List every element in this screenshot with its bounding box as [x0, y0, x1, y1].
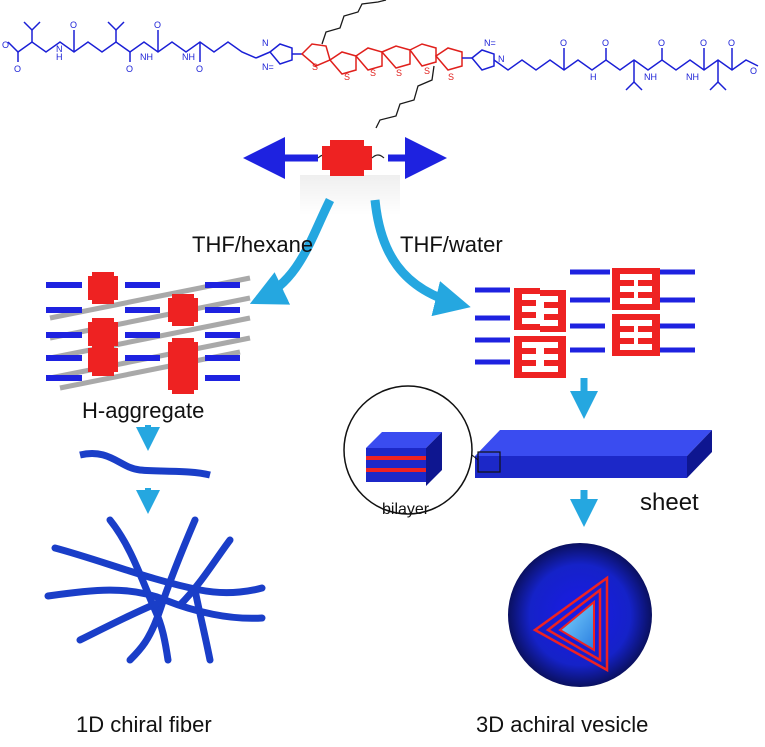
- sheet-block: [475, 430, 712, 478]
- atom-n: N: [498, 54, 505, 64]
- atom-nh: NH: [182, 52, 195, 62]
- vesicle: [508, 543, 652, 687]
- fiber-label: 1D chiral fiber: [76, 712, 212, 737]
- atom-h: H: [56, 52, 63, 62]
- h-aggregate-label: H-aggregate: [82, 398, 204, 423]
- atom-o: O: [750, 66, 757, 76]
- alkyl-chains: [321, 0, 435, 129]
- atom-s: S: [370, 68, 376, 78]
- vesicle-label: 3D achiral vesicle: [476, 712, 648, 737]
- atom-s: S: [396, 68, 402, 78]
- atom-n-eq: N=: [484, 38, 496, 48]
- atom-o: O: [658, 38, 665, 48]
- bilayer-inset: bilayer: [343, 385, 479, 518]
- atom-s: S: [312, 62, 318, 72]
- atom-o: O: [560, 38, 567, 48]
- right-triazole: [462, 49, 495, 71]
- atom-s: S: [424, 66, 430, 76]
- atom-o: O: [602, 38, 609, 48]
- atom-nh: NH: [644, 72, 657, 82]
- bilayer-assembly: [475, 268, 695, 378]
- atom-o: O: [14, 64, 21, 74]
- atom-o: O: [700, 38, 707, 48]
- bilayer-label: bilayer: [382, 501, 430, 518]
- atom-s: S: [448, 72, 454, 82]
- molecule-structure: O O H N O O NH O O NH N N= S S S S S S: [2, 0, 759, 129]
- fiber-network: [44, 516, 266, 664]
- branch-arrows: [249, 197, 471, 317]
- atom-o: O: [2, 40, 9, 50]
- left-triazole: [268, 43, 302, 65]
- left-peptide-chain: [7, 21, 271, 62]
- atom-o: O: [728, 38, 735, 48]
- solvent-label-left: THF/hexane: [192, 232, 313, 257]
- h-aggregate-stack: [46, 272, 251, 394]
- right-peptide-chain: [493, 48, 759, 91]
- atom-o: O: [196, 64, 203, 74]
- atom-h: H: [590, 72, 597, 82]
- atom-o: O: [154, 20, 161, 30]
- solvent-label-right: THF/water: [400, 232, 503, 257]
- atom-n: N: [56, 44, 63, 54]
- atom-n: N: [262, 38, 269, 48]
- atom-n-eq: N=: [262, 62, 274, 72]
- single-fiber: [79, 450, 211, 479]
- atom-o: O: [126, 64, 133, 74]
- atom-s: S: [344, 72, 350, 82]
- atom-o: O: [70, 20, 77, 30]
- sheet-label: sheet: [640, 489, 699, 516]
- atom-nh: NH: [140, 52, 153, 62]
- atom-nh: NH: [686, 72, 699, 82]
- monomer-schematic: [243, 137, 447, 215]
- terthiophene-core: [300, 43, 463, 75]
